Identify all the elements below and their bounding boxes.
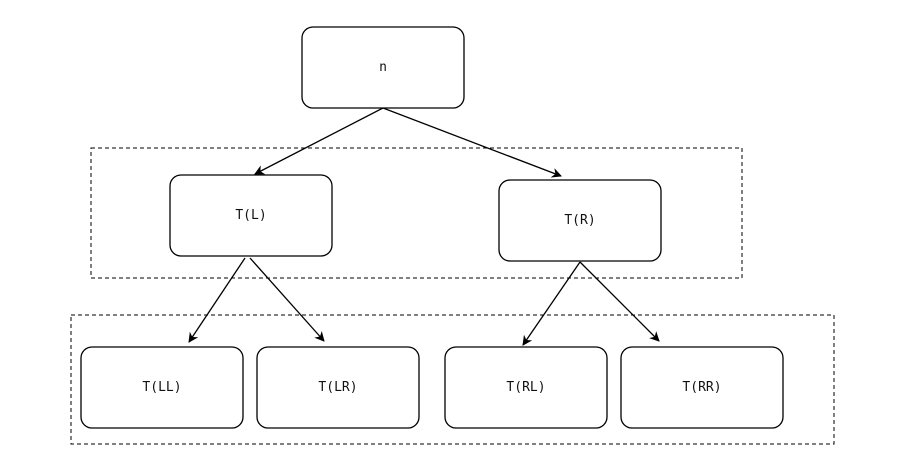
node-left-box: [169, 174, 333, 257]
node-root-label: n: [379, 60, 387, 75]
node-right-left-box: [444, 346, 608, 429]
node-right-right-label: T(RR): [682, 380, 721, 395]
edge-root-to-right: [382, 107, 562, 178]
node-left-right-box: [256, 346, 420, 429]
node-right-label: T(R): [564, 213, 595, 228]
node-right-left: T(RL): [444, 346, 608, 429]
node-left-left-label: T(LL): [142, 380, 181, 395]
node-right-box: [498, 179, 662, 262]
node-left-label: T(L): [235, 208, 266, 223]
node-right-right: T(RR): [620, 346, 784, 429]
edge-right-to-right-right: [579, 261, 660, 342]
level-1-group-box: [90, 147, 743, 279]
node-left-left-box: [80, 346, 244, 429]
node-left-left: T(LL): [80, 346, 244, 429]
node-left-right: T(LR): [256, 346, 420, 429]
edge-left-to-left-right: [249, 257, 325, 342]
level-2-group-box: [70, 314, 835, 445]
node-left: T(L): [169, 174, 333, 257]
node-right-right-box: [620, 346, 784, 429]
node-right: T(R): [498, 179, 662, 262]
edge-left-to-left-left: [188, 257, 246, 343]
edge-right-to-right-left: [522, 261, 581, 346]
node-right-left-label: T(RL): [506, 380, 545, 395]
node-root: n: [301, 26, 465, 109]
node-left-right-label: T(LR): [318, 380, 357, 395]
node-root-box: [301, 26, 465, 109]
edge-root-to-left: [254, 107, 384, 175]
